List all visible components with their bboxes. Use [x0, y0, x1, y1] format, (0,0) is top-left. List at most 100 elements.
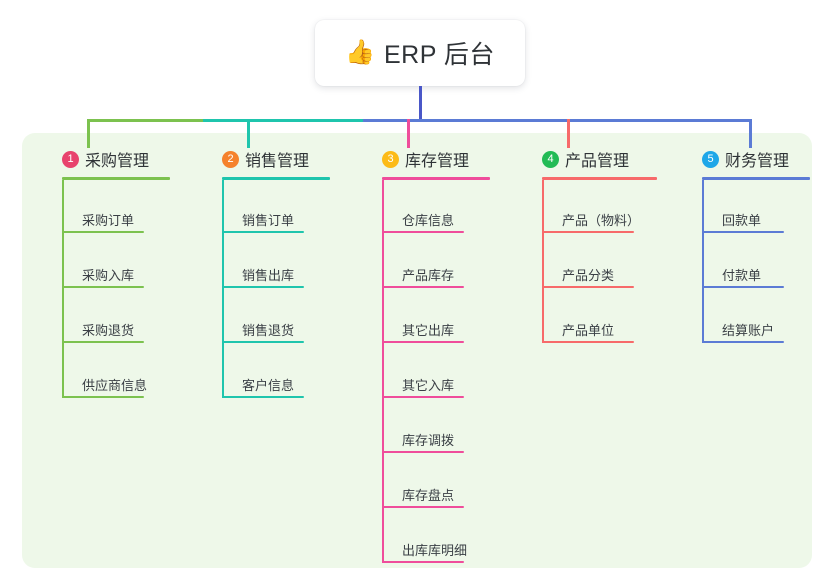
leaf-item-rule	[62, 286, 144, 288]
leaf-item-label: 其它入库	[402, 378, 455, 393]
leaf-item-label: 产品库存	[402, 268, 455, 283]
leaf-item-label: 产品（物料）	[562, 213, 641, 228]
leaf-item-label: 采购退货	[82, 323, 135, 338]
branch-badge-5: 5	[702, 150, 719, 168]
leaf-item-label: 库存调拨	[402, 433, 455, 448]
leaf-item-rule	[222, 231, 304, 233]
branch-column-2: 2 销售管理销售订单销售出库销售退货客户信息	[202, 148, 362, 398]
leaf-item-label: 其它出库	[402, 323, 455, 338]
leaf-item-rule	[222, 341, 304, 343]
leaf-item[interactable]: 销售订单	[222, 209, 304, 233]
branch-rule-2	[222, 177, 330, 180]
branch-spine-4	[542, 180, 544, 343]
leaf-item-label: 销售订单	[242, 213, 295, 228]
branch-title-3: 库存管理	[405, 153, 470, 170]
leaf-item[interactable]: 付款单	[702, 264, 784, 288]
leaf-item-label: 采购订单	[82, 213, 135, 228]
leaf-item[interactable]: 采购订单	[62, 209, 144, 233]
branch-rule-1	[62, 177, 170, 180]
leaf-item-rule	[382, 561, 464, 563]
leaf-item-label: 出库库明细	[402, 543, 468, 558]
leaf-item[interactable]: 回款单	[702, 209, 784, 233]
leaf-item[interactable]: 客户信息	[222, 374, 304, 398]
branch-spine-5	[702, 180, 704, 343]
root-node-content: 👍 ERP 后台	[345, 35, 495, 71]
leaf-item[interactable]: 产品（物料）	[542, 209, 640, 233]
branch-title-1: 采购管理	[85, 153, 150, 170]
root-node-card[interactable]: 👍 ERP 后台	[315, 20, 525, 86]
leaf-item-rule	[382, 451, 464, 453]
leaf-item-label: 销售出库	[242, 268, 295, 283]
branch-header-3[interactable]: 3 库存管理	[362, 148, 522, 170]
branch-badge-1: 1	[62, 150, 79, 168]
leaf-item[interactable]: 库存盘点	[382, 484, 464, 508]
branch-badge-4: 4	[542, 150, 559, 168]
leaf-item-label: 产品单位	[562, 323, 615, 338]
branch-header-2[interactable]: 2 销售管理	[202, 148, 362, 170]
leaf-item-label: 销售退货	[242, 323, 295, 338]
leaf-item[interactable]: 供应商信息	[62, 374, 148, 398]
leaf-item-rule	[702, 341, 784, 343]
drop-purchase	[87, 119, 90, 148]
leaf-item-rule	[62, 231, 144, 233]
leaf-item[interactable]: 库存调拨	[382, 429, 464, 453]
branch-badge-2: 2	[222, 150, 239, 168]
branch-rule-4	[542, 177, 657, 180]
leaf-item-rule	[222, 286, 304, 288]
leaf-item-rule	[222, 396, 304, 398]
leaf-item[interactable]: 采购退货	[62, 319, 144, 343]
leaf-item-label: 产品分类	[562, 268, 615, 283]
leaf-item[interactable]: 其它出库	[382, 319, 464, 343]
branch-header-1[interactable]: 1 采购管理	[42, 148, 202, 170]
bus-green	[87, 119, 203, 122]
leaf-item[interactable]: 产品单位	[542, 319, 634, 343]
leaf-item[interactable]: 其它入库	[382, 374, 464, 398]
leaf-item[interactable]: 仓库信息	[382, 209, 464, 233]
leaf-item-rule	[382, 286, 464, 288]
leaf-item-label: 回款单	[722, 213, 762, 228]
leaf-item-rule	[702, 286, 784, 288]
mindmap-panel	[22, 133, 812, 568]
drop-inventory	[407, 119, 410, 148]
branch-header-5[interactable]: 5 财务管理	[682, 148, 839, 170]
branch-spine-3	[382, 180, 384, 563]
root-stem-connector	[419, 86, 422, 119]
branch-title-5: 财务管理	[725, 153, 790, 170]
leaf-item[interactable]: 结算账户	[702, 319, 784, 343]
leaf-item-rule	[382, 231, 464, 233]
leaf-item-rule	[382, 396, 464, 398]
leaf-item-label: 仓库信息	[402, 213, 455, 228]
leaf-item-label: 供应商信息	[82, 378, 148, 393]
leaf-item-rule	[542, 286, 634, 288]
leaf-item-label: 结算账户	[722, 323, 775, 338]
branch-badge-3: 3	[382, 150, 399, 168]
leaf-item-rule	[702, 231, 784, 233]
branch-rule-3	[382, 177, 490, 180]
leaf-item-rule	[542, 341, 634, 343]
leaf-item-label: 采购入库	[82, 268, 135, 283]
bus-blue	[363, 119, 751, 122]
root-node-title: ERP 后台	[383, 41, 495, 69]
drop-finance	[749, 119, 752, 148]
leaf-item[interactable]: 销售退货	[222, 319, 304, 343]
leaf-item[interactable]: 采购入库	[62, 264, 144, 288]
branch-column-1: 1 采购管理采购订单采购入库采购退货供应商信息	[42, 148, 202, 398]
leaf-item-rule	[382, 506, 464, 508]
leaf-item[interactable]: 产品库存	[382, 264, 464, 288]
leaf-item[interactable]: 产品分类	[542, 264, 634, 288]
drop-sales	[247, 119, 250, 148]
drop-product	[567, 119, 570, 148]
leaf-item-label: 库存盘点	[402, 488, 455, 503]
leaf-item-rule	[382, 341, 464, 343]
branch-spine-2	[222, 180, 224, 398]
leaf-item[interactable]: 销售出库	[222, 264, 304, 288]
bus-teal	[203, 119, 363, 122]
branch-column-5: 5 财务管理回款单付款单结算账户	[682, 148, 839, 343]
branch-spine-1	[62, 180, 64, 398]
leaf-item[interactable]: 出库库明细	[382, 539, 468, 563]
branch-title-2: 销售管理	[245, 153, 310, 170]
branch-rule-5	[702, 177, 810, 180]
